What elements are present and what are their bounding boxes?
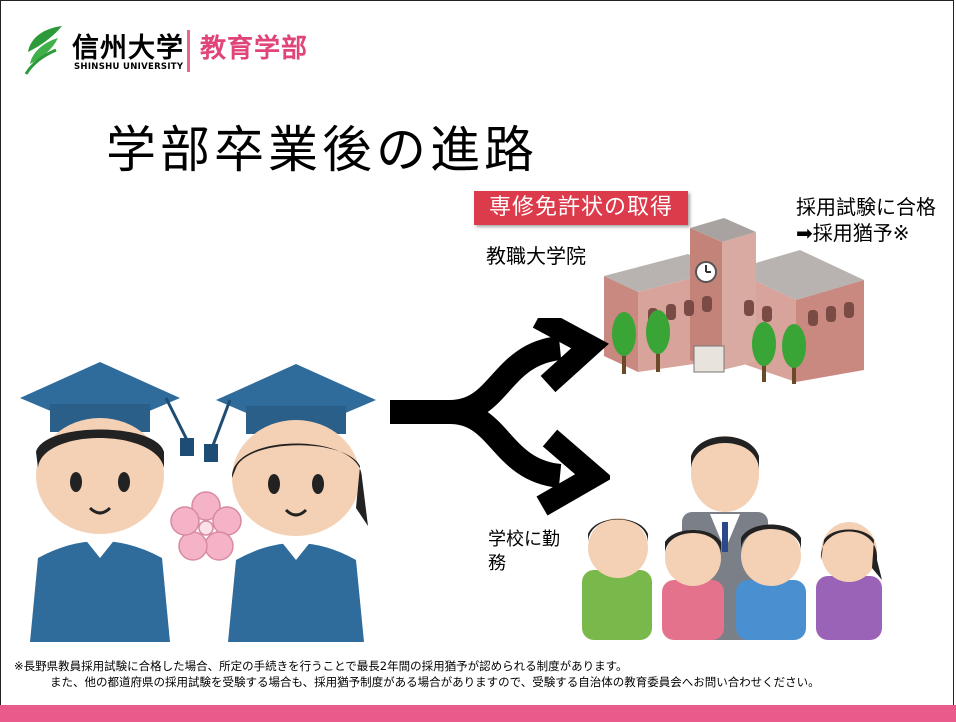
footer-bar bbox=[0, 705, 956, 722]
school-work-line1: 学校に勤 bbox=[488, 529, 560, 550]
pass-exam-note: 採用試験に合格 ➡採用猶予※ bbox=[796, 194, 936, 246]
pass-exam-line1: 採用試験に合格 bbox=[796, 195, 936, 219]
logo-divider bbox=[187, 30, 190, 72]
university-logo: 信州大学 SHINSHU UNIVERSITY 教育学部 bbox=[22, 20, 382, 80]
logo-university-en: SHINSHU UNIVERSITY bbox=[74, 62, 184, 72]
branching-arrow bbox=[390, 318, 610, 516]
graduates-illustration bbox=[20, 362, 376, 642]
school-work-line2: 務 bbox=[488, 553, 506, 574]
footnote-line2: また、他の都道府県の採用試験を受験する場合も、採用猶予制度がある場合がありますの… bbox=[50, 675, 820, 689]
page-title: 学部卒業後の進路 bbox=[106, 121, 538, 179]
specialized-license-badge: 専修免許状の取得 bbox=[474, 191, 688, 225]
logo-university-name: 信州大学 bbox=[72, 33, 184, 64]
footnote: ※長野県教員採用試験に合格した場合、所定の手続きを行うことで最長2年間の採用猶予… bbox=[14, 658, 820, 690]
logo-department: 教育学部 bbox=[200, 34, 309, 64]
teacher-children-illustration bbox=[582, 436, 882, 640]
footnote-line1: ※長野県教員採用試験に合格した場合、所定の手続きを行うことで最長2年間の採用猶予… bbox=[14, 659, 628, 673]
pass-exam-line2: ➡採用猶予※ bbox=[796, 221, 910, 245]
school-work-note: 学校に勤 務 bbox=[488, 528, 560, 576]
leaf-logo-icon bbox=[24, 26, 62, 75]
school-building-illustration bbox=[604, 218, 864, 384]
grad-school-label: 教職大学院 bbox=[486, 244, 586, 268]
